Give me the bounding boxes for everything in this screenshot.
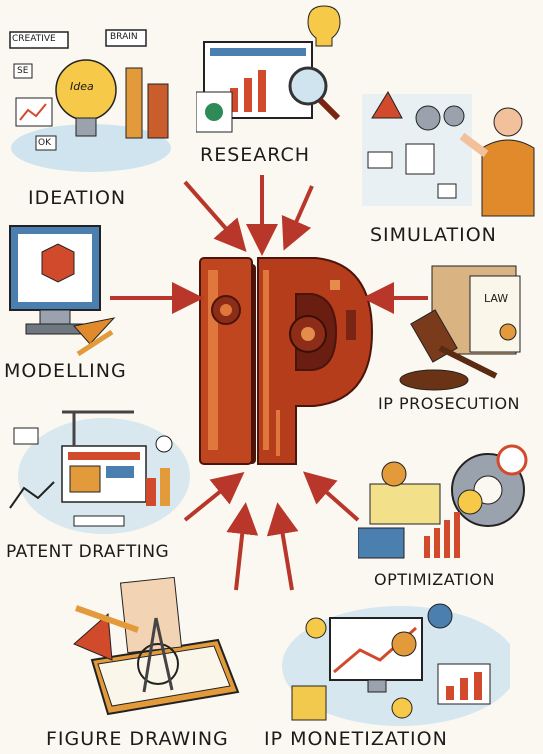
label-ip-prosecution: IP PROSECUTION <box>378 394 521 413</box>
tag-ok: OK <box>38 138 51 148</box>
arrow-ip-monetization <box>266 502 299 591</box>
arrow-ideation-1 <box>183 180 247 253</box>
research-illustration <box>196 2 356 142</box>
label-patent-drafting: PATENT DRAFTING <box>6 542 170 562</box>
tag-law: LAW <box>484 292 509 305</box>
label-research: RESEARCH <box>200 144 311 166</box>
tag-idea: Idea <box>70 80 94 93</box>
tag-brain: BRAIN <box>110 32 138 42</box>
ideation-illustration <box>6 28 176 178</box>
patent-drafting-illustration <box>4 398 190 538</box>
label-ip-monetization: IP MONETIZATION <box>264 728 448 750</box>
label-figure-drawing: FIGURE DRAWING <box>46 728 229 750</box>
label-optimization: OPTIMIZATION <box>374 570 495 589</box>
label-modelling: MODELLING <box>4 360 127 382</box>
arrow-patent-drafting <box>183 471 245 522</box>
simulation-illustration <box>358 88 538 218</box>
optimization-illustration <box>358 440 540 566</box>
arrow-figure-drawing <box>226 502 259 591</box>
ip-prosecution-illustration <box>396 258 536 392</box>
arrow-research-2 <box>281 185 314 251</box>
tag-creative: CREATIVE <box>12 34 56 44</box>
arrow-optimization <box>303 471 360 522</box>
modelling-illustration <box>4 222 124 356</box>
tag-se: SE <box>17 66 29 76</box>
ip-monogram <box>196 250 374 472</box>
label-simulation: SIMULATION <box>370 224 497 246</box>
figure-drawing-illustration <box>68 574 248 724</box>
ip-monetization-illustration <box>270 594 510 728</box>
label-ideation: IDEATION <box>28 187 127 209</box>
